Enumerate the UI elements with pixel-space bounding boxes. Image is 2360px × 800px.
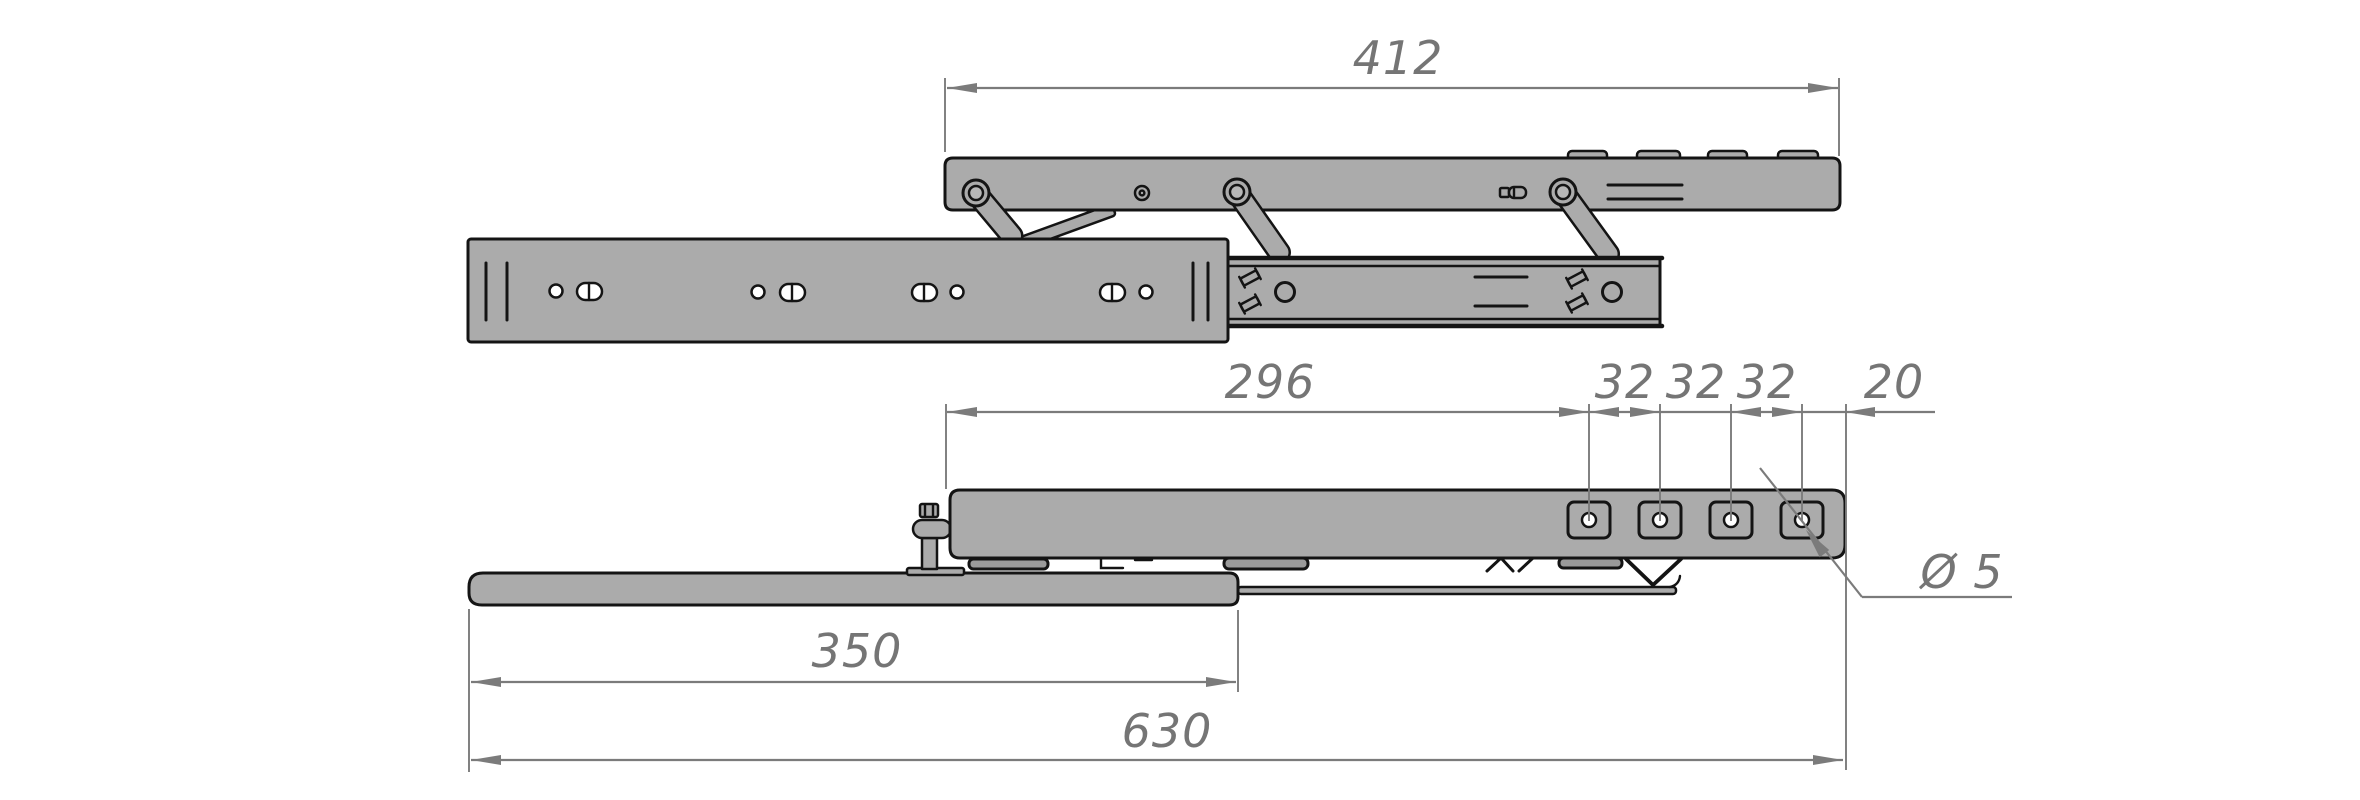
bracket-post — [920, 536, 939, 571]
plate-hole-round — [949, 284, 965, 300]
arrowhead — [1808, 83, 1838, 93]
screw-symbol — [1565, 268, 1589, 290]
screw-symbol — [1238, 293, 1262, 315]
middle-rail-body — [1222, 256, 1662, 328]
leader-line-diagonal — [1759, 467, 1863, 598]
arrowhead — [1206, 677, 1236, 687]
dim-label-32b: 32 — [1666, 355, 1727, 409]
lower-strip-hook — [1668, 574, 1682, 589]
middle-rail — [1221, 255, 1665, 329]
side-view-extended-slide — [466, 149, 1842, 344]
pivot-rivet-center — [1554, 183, 1572, 201]
screw-end — [1565, 300, 1574, 314]
dim-label-32c: 32 — [1737, 355, 1798, 409]
pivot-rivet-center — [1228, 183, 1246, 201]
rail-hole — [1601, 281, 1623, 303]
dimension-layer: 412 296 32 32 32 20 350 630 — [468, 31, 2012, 772]
small-rivet — [1133, 184, 1151, 202]
screw-end — [1580, 268, 1589, 282]
dim-label-296: 296 — [1225, 355, 1316, 409]
dim-label-hole-diameter: Ø 5 — [1918, 545, 2003, 599]
upper-rail-details — [1133, 183, 1684, 202]
screw-symbol — [1565, 292, 1589, 314]
dim-label-350: 350 — [812, 624, 903, 678]
screw-end — [1253, 293, 1262, 307]
pivot-rivets — [961, 177, 1578, 208]
arrowhead — [1731, 407, 1761, 417]
plate-hole-round — [750, 284, 766, 300]
clip-mark — [1099, 556, 1125, 570]
small-rivet-center — [1138, 189, 1146, 197]
bracket-barrel — [911, 518, 953, 540]
slide-foot — [1222, 556, 1310, 571]
arrowhead — [1589, 407, 1619, 417]
board-panel — [467, 571, 1240, 607]
dim-label-412: 412 — [1353, 31, 1444, 85]
screw-end — [1238, 301, 1247, 315]
dim-label-32a: 32 — [1595, 355, 1656, 409]
screw-end — [1238, 275, 1247, 289]
v-spring-wire — [1624, 557, 1683, 588]
dim-label-630: 630 — [1122, 704, 1213, 758]
front-bracket — [905, 502, 966, 577]
lower-strip-body — [1236, 585, 1678, 596]
arrowhead — [1630, 407, 1660, 417]
arrowhead — [1845, 407, 1875, 417]
slide-foot — [967, 557, 1050, 571]
plate-hole-round — [1138, 284, 1154, 300]
rail-hole — [1274, 281, 1296, 303]
bottom-view-assembly — [467, 488, 1847, 607]
plate-hole-round — [548, 283, 564, 299]
spring-wire-mark — [1517, 556, 1535, 573]
arrowhead — [1772, 407, 1802, 417]
upper-rail — [943, 156, 1842, 212]
latch-clip — [1498, 186, 1511, 199]
dim-label-20: 20 — [1864, 355, 1925, 409]
arrowhead — [1813, 755, 1843, 765]
screw-end — [1565, 276, 1574, 290]
arrowhead — [471, 755, 501, 765]
spring-wire-mark — [1485, 555, 1515, 573]
mounting-plate-body — [466, 237, 1230, 344]
arrowhead — [947, 83, 977, 93]
pivot-rivet-center — [967, 184, 985, 202]
bolt-head — [918, 502, 940, 519]
screw-end — [1580, 292, 1589, 306]
arrowhead — [1806, 530, 1830, 558]
arrowhead — [471, 677, 501, 687]
latch-clip-cap — [1507, 185, 1528, 200]
lower-strip — [1236, 574, 1682, 596]
arrowhead — [947, 407, 977, 417]
screw-symbol — [1238, 267, 1262, 289]
arrowhead — [1559, 407, 1589, 417]
screw-end — [1253, 267, 1262, 281]
mounting-plate — [466, 237, 1230, 344]
